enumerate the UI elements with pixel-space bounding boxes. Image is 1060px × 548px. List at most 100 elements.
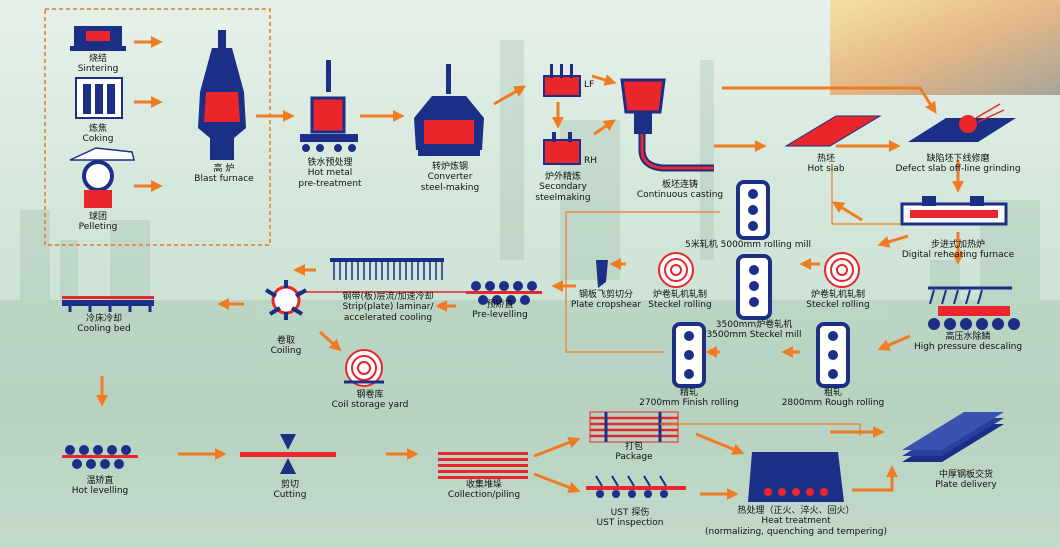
secondary-cn: 炉外精炼 [544, 172, 581, 182]
prelevel-cn: 预矫直 [486, 300, 514, 310]
hot-slab-icon [784, 115, 882, 147]
prelevel-en: Pre-levelling [472, 310, 528, 321]
coil-yard-en: Coil storage yard [331, 400, 409, 411]
descaling-cn: 高压水除鳞 [945, 332, 991, 342]
label-lf: LF [584, 80, 594, 90]
rough-mill-icon [816, 322, 850, 388]
package-en: Package [615, 452, 653, 463]
secondary-en2: steelmaking [535, 192, 591, 203]
defect-grinding-icon [908, 103, 1016, 142]
blast-furnace-en: Blast furnace [194, 174, 254, 185]
label-piling: 收集堆垛 Collection/piling [448, 480, 520, 501]
coil-yard-cn: 钢卷库 [356, 390, 384, 400]
return-lines [565, 168, 900, 436]
blast-furnace-icon [198, 30, 246, 160]
steckel-left-cn: 炉卷轧机轧制 [652, 290, 708, 300]
label-hot-metal: 铁水预处理 Hot metal pre-treatment [298, 158, 361, 189]
blast-furnace-cn: 高 炉 [213, 164, 235, 174]
hot-level-cn: 温矫直 [86, 476, 114, 486]
rh-station-icon [543, 132, 581, 165]
label-coil-yard: 钢卷库 Coil storage yard [332, 390, 409, 411]
cropshear-en: Plate cropshear [570, 300, 642, 311]
steckel-right-en: Steckel rolling [806, 300, 870, 311]
reheating-furnace-icon [900, 196, 1008, 226]
cutting-cn: 剪切 [280, 480, 299, 490]
descaling-icon [928, 286, 1020, 330]
label-mill-5000: 5米轧机 5000mm rolling mill [685, 240, 811, 250]
label-converter: 转炉炼钢 Converter steel-making [421, 162, 479, 193]
pelleting-cn: 球团 [88, 212, 108, 222]
steckel-en: 3500mm Steckel mill [706, 330, 802, 341]
steckel-right-cn: 炉卷轧机轧制 [810, 290, 866, 300]
reheating-en: Digital reheating furnace [901, 250, 1015, 261]
rh-tag: RH [584, 156, 598, 166]
label-cooling-bed: 冷床冷却 Cooling bed [77, 314, 131, 335]
cooling-bed-cn: 冷床冷却 [85, 314, 123, 324]
label-steckel-right: 炉卷轧机轧制 Steckel rolling [806, 290, 869, 311]
label-delivery: 中厚钢板交货 Plate delivery [935, 470, 997, 491]
label-cropshear: 钢板飞剪切分 Plate cropshear [571, 290, 641, 311]
label-rh: RH [584, 156, 597, 166]
coiling-en: Coiling [270, 346, 302, 357]
lf-tag: LF [584, 80, 595, 90]
casting-en: Continuous casting [636, 190, 724, 201]
label-finish: 精轧 2700mm Finish rolling [639, 388, 739, 409]
label-package: 打包 Package [615, 442, 652, 463]
cropshear-icon [596, 260, 608, 288]
label-sintering: 烧结 Sintering [78, 54, 119, 75]
coil-storage-icon [344, 349, 384, 387]
pelleting-en: Pelleting [78, 222, 118, 233]
pre-leveller-icon [466, 281, 542, 305]
defect-en: Defect slab off-line grinding [895, 164, 1021, 175]
package-cn: 打包 [624, 442, 643, 452]
cutting-en: Cutting [273, 490, 307, 501]
label-prelevel: 预矫直 Pre-levelling [472, 300, 527, 321]
sintering-en: Sintering [77, 64, 119, 75]
steckel-coil-left-icon [658, 252, 694, 288]
hot-level-en: Hot levelling [71, 486, 129, 497]
delivery-en: Plate delivery [935, 480, 997, 491]
coiler-icon [264, 280, 308, 320]
cooling-bed-icon [62, 296, 154, 312]
defect-cn: 缺陷坯下线修磨 [926, 154, 990, 164]
package-icon [589, 411, 679, 443]
hot-leveller-icon [62, 445, 138, 469]
label-coiling: 卷取 Coiling [271, 336, 302, 357]
steckel-left-en: Steckel rolling [648, 300, 712, 311]
steckel-cn: 3500mm炉卷轧机 [715, 320, 793, 330]
hot-metal-en2: pre-treatment [298, 178, 362, 189]
mill-5000-icon [736, 180, 770, 240]
label-hot-slab: 热坯 Hot slab [807, 154, 844, 175]
label-hot-level: 温矫直 Hot levelling [72, 476, 128, 497]
hot-metal-cn: 铁水预处理 [307, 158, 353, 168]
hot-metal-ladle-icon [300, 60, 358, 152]
label-defect: 缺陷坯下线修磨 Defect slab off-line grinding [895, 154, 1020, 175]
label-ust: UST 探伤 UST inspection [597, 508, 664, 529]
casting-cn: 板坯连铸 [661, 180, 699, 190]
finish-cn: 精轧 [679, 388, 698, 398]
steckel-mill-icon [736, 254, 772, 320]
flow-arrows [96, 36, 964, 500]
secondary-en1: Secondary [539, 182, 587, 193]
converter-cn: 转炉炼钢 [431, 162, 469, 172]
sintering-cn: 烧结 [88, 54, 108, 64]
laminar-cn: 钢带(板)层流/加速冷却 [342, 292, 434, 302]
laminar-cooling-icon [330, 258, 444, 280]
steckel-coil-right-icon [824, 252, 860, 288]
label-rough: 粗轧 2800mm Rough rolling [782, 388, 885, 409]
label-reheating: 步进式加热炉 Digital reheating furnace [902, 240, 1014, 261]
label-secondary: 炉外精炼 Secondary steelmaking [535, 172, 590, 203]
label-casting: 板坯连铸 Continuous casting [637, 180, 723, 201]
ironmaking-group-frame [44, 8, 271, 246]
furnace-photo [830, 0, 1060, 95]
rough-cn: 粗轧 [823, 388, 843, 398]
label-steckel: 3500mm炉卷轧机 3500mm Steckel mill [706, 320, 801, 341]
label-pelleting: 球团 Pelleting [79, 212, 118, 233]
delivery-cn: 中厚钢板交货 [938, 470, 994, 480]
descaling-en: High pressure descaling [913, 342, 1023, 353]
laminar-en1: Strip(plate) laminar/ [342, 302, 434, 313]
rough-en: 2800mm Rough rolling [781, 398, 885, 409]
shear-icon [240, 434, 336, 474]
label-cutting: 剪切 Cutting [274, 480, 307, 501]
